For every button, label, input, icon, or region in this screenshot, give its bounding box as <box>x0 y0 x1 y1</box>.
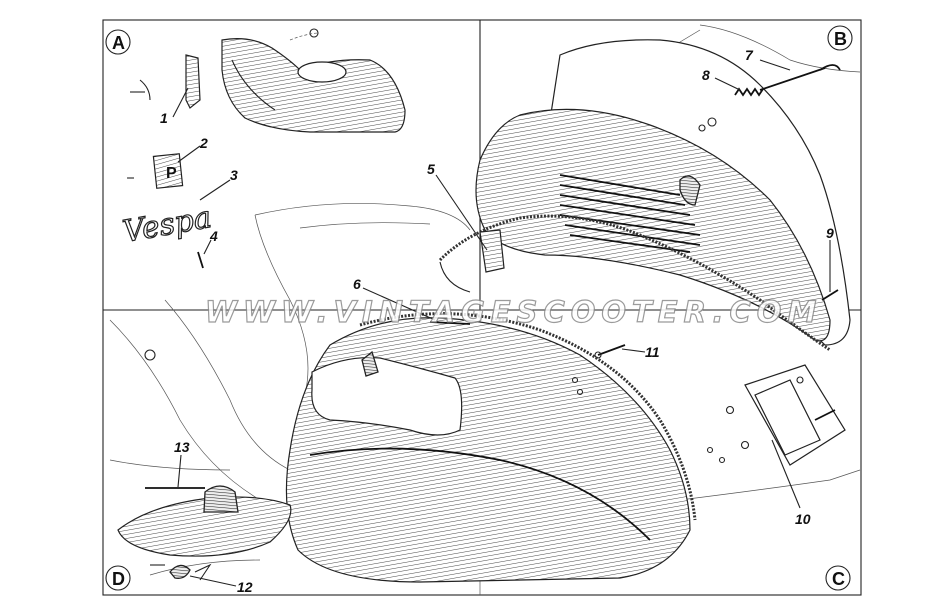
spring-clip <box>169 564 191 579</box>
side-cowl-right <box>475 108 831 342</box>
rim-gasket-left <box>359 312 697 521</box>
rim-gasket <box>438 214 831 352</box>
quadrant-c-parts <box>144 312 846 583</box>
part-number-10: 10 <box>795 511 811 527</box>
badge-part <box>152 153 184 189</box>
cowl-window <box>311 356 463 436</box>
vespa-logo: Vespa <box>120 200 214 250</box>
part-number-9: 9 <box>826 225 834 241</box>
toolbox-tray <box>117 496 292 557</box>
svg-text:C: C <box>832 569 845 589</box>
part-number-13: 13 <box>174 439 190 455</box>
svg-text:A: A <box>112 33 125 53</box>
mount-bracket-part <box>185 54 201 109</box>
part-number-labels: 1 2 3 4 5 6 7 8 9 10 11 12 13 <box>160 47 834 595</box>
quadrant-label-a: A <box>105 29 131 55</box>
part-number-12: 12 <box>237 579 253 595</box>
latch-rod <box>759 67 826 91</box>
svg-text:P: P <box>166 165 177 182</box>
part-number-7: 7 <box>745 47 754 63</box>
part-number-11: 11 <box>645 344 660 360</box>
svg-text:D: D <box>112 569 125 589</box>
horn-cover-part <box>221 38 406 133</box>
part-number-4: 4 <box>209 228 218 244</box>
part-number-6: 6 <box>353 276 361 292</box>
quadrant-label-d: D <box>105 565 131 591</box>
quadrant-d-parts <box>117 485 292 581</box>
watermark: WWW.VINTAGESCOOTER.COM <box>205 295 822 329</box>
quadrant-label-c: C <box>825 565 851 591</box>
svg-text:B: B <box>834 29 847 49</box>
quadrant-label-b: B <box>827 25 853 51</box>
quadrant-labels: A B C D <box>105 25 853 591</box>
part-number-2: 2 <box>199 135 208 151</box>
quadrant-b-parts <box>438 39 851 352</box>
cowl-louvres <box>559 174 701 253</box>
part-number-3: 3 <box>230 167 238 183</box>
leader-lines <box>172 59 831 587</box>
part-number-5: 5 <box>427 161 435 177</box>
part-number-1: 1 <box>160 110 168 126</box>
quadrant-a-parts: P Vespa <box>120 28 406 269</box>
part-number-8: 8 <box>702 67 710 83</box>
